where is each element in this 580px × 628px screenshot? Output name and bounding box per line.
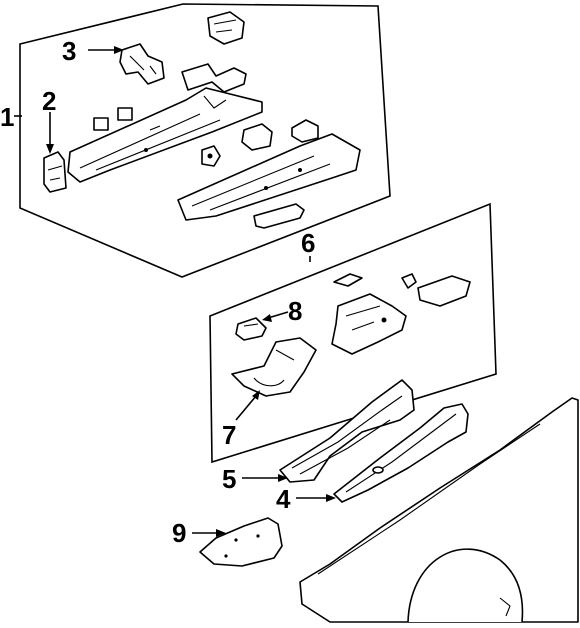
panel-part-5 (279, 379, 415, 483)
center-bracket-part (331, 293, 407, 355)
callout-6: 6 (301, 228, 315, 258)
shield-part-9 (199, 517, 283, 567)
top-clip-part (207, 11, 245, 45)
callout-3: 3 (62, 36, 76, 66)
lower-rail-part (177, 133, 361, 221)
callout-5: 5 (222, 464, 236, 494)
callout-4: 4 (276, 484, 291, 514)
callout-9: 9 (172, 518, 186, 548)
panel-part-4 (333, 403, 469, 503)
callout-2: 2 (42, 86, 56, 116)
leader-lines (46, 46, 336, 537)
bracket-part-2 (43, 151, 67, 193)
callout-8: 8 (288, 296, 302, 326)
fender-part (299, 397, 579, 623)
lower-assembly-box (209, 202, 497, 464)
bracket-part-8 (235, 317, 267, 341)
bracket-part-7 (231, 337, 317, 397)
small-bracket-parts-6 (333, 273, 471, 307)
callout-7: 7 (222, 420, 236, 450)
strap-part (181, 63, 247, 93)
small-block-parts (201, 119, 319, 167)
upper-assembly-box (19, 3, 391, 278)
small-brace-part (253, 203, 305, 229)
callout-1: 1 (0, 102, 14, 132)
upper-rail-part (67, 87, 263, 183)
bracket-part-3 (119, 43, 165, 85)
